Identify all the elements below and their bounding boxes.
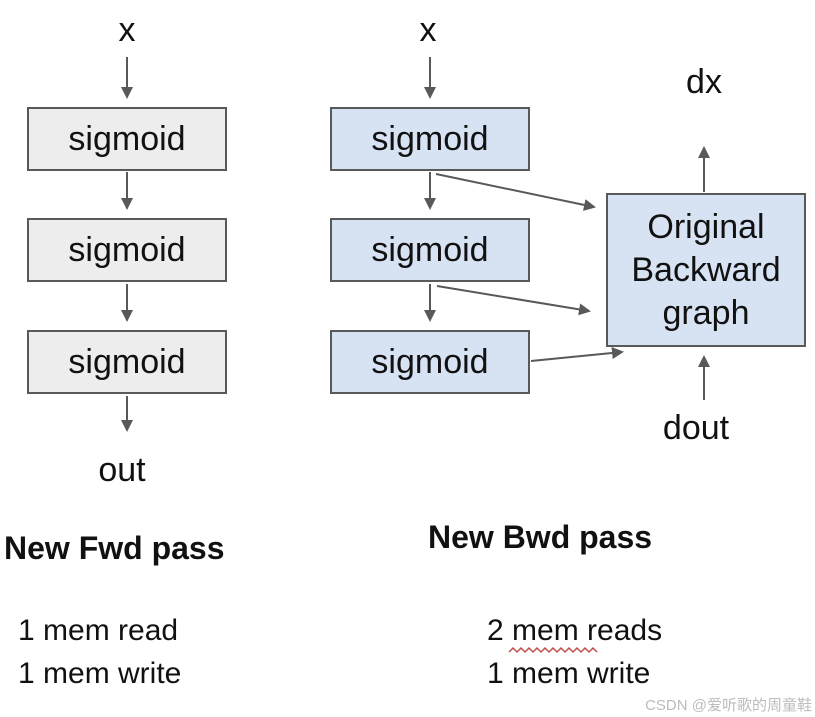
fwd-output-label: out — [98, 451, 146, 489]
dout-label: dout — [662, 409, 730, 447]
bwd-stat-read-suffix: reads — [578, 614, 663, 647]
bwd-stat-read: 2 mem reads — [487, 609, 662, 652]
bwd-sigmoid-box-1: sigmoid — [330, 107, 530, 171]
dx-label: dx — [686, 63, 722, 101]
fwd-sigmoid-box-2: sigmoid — [27, 218, 227, 282]
arrow-sigmoid3-to-backward-graph — [530, 347, 624, 362]
fwd-stat-write: 1 mem write — [18, 657, 182, 690]
fwd-stat-read: 1 mem read — [18, 614, 179, 647]
csdn-watermark: CSDN @爱听歌的周童鞋 — [645, 697, 812, 714]
bwd-sigmoid-box-3: sigmoid — [330, 330, 530, 394]
bwd-pass-stats: 2 mem reads 1 mem write — [487, 609, 662, 695]
bwd-stat-write: 1 mem write — [487, 657, 651, 690]
bwd-input-label: x — [419, 11, 437, 49]
bwd-pass-title: New Bwd pass — [428, 519, 653, 555]
bwd-stat-read-word: mem — [512, 614, 579, 647]
arrow-sigmoid1-to-backward-graph — [435, 173, 596, 211]
fwd-input-label: x — [118, 11, 136, 49]
fwd-sigmoid-box-1: sigmoid — [27, 107, 227, 171]
fwd-sigmoid-box-3: sigmoid — [27, 330, 227, 394]
original-backward-graph-box: Original Backward graph — [606, 193, 806, 347]
fwd-pass-stats: 1 mem read 1 mem write — [18, 609, 181, 695]
bwd-stat-read-prefix: 2 — [487, 614, 513, 647]
fwd-pass-title: New Fwd pass — [4, 530, 225, 566]
arrow-sigmoid2-to-backward-graph — [436, 285, 591, 316]
bwd-sigmoid-box-2: sigmoid — [330, 218, 530, 282]
